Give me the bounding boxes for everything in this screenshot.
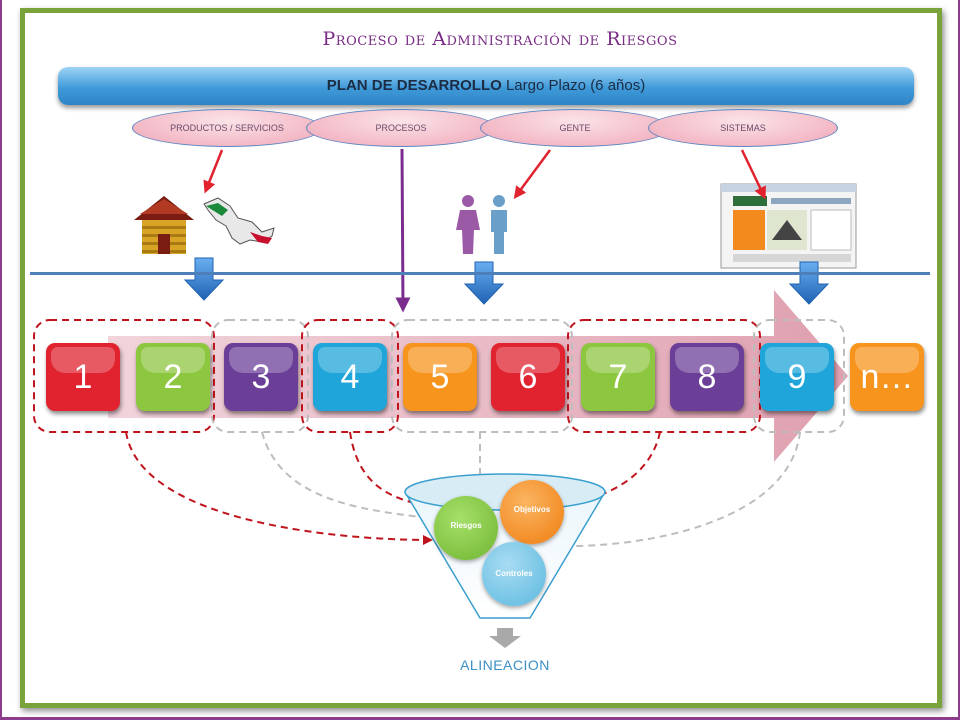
step-tile-8: 8 xyxy=(670,343,744,411)
arrow-sistemas xyxy=(740,149,766,200)
step-tile-6: 6 xyxy=(491,343,565,411)
plan-banner: PLAN DE DESARROLLO Largo Plazo (6 años) xyxy=(58,67,914,105)
group-red-1-2 xyxy=(33,319,215,433)
mexico-map-icon xyxy=(203,197,275,245)
funnel-output-label: ALINEACION xyxy=(460,657,550,673)
website-screenshot-icon xyxy=(720,183,857,269)
down-arrow-3 xyxy=(788,261,830,305)
step-tile-1: 1 xyxy=(46,343,120,411)
plan-banner-rest: Largo Plazo (6 años) xyxy=(505,77,646,94)
curve-red-4 xyxy=(349,431,443,513)
right-border-rule xyxy=(958,0,960,720)
step-tile-4: 4 xyxy=(313,343,387,411)
pill-gente: GENTE xyxy=(480,109,670,147)
arrow-gente xyxy=(513,149,552,200)
pill-procesos: PROCESOS xyxy=(306,109,496,147)
pill-productos-servicios: PRODUCTOS / SERVICIOS xyxy=(132,109,322,147)
circle-controles: Controles xyxy=(482,542,546,606)
step-tile-n: n… xyxy=(850,343,924,411)
curve-red-1 xyxy=(125,431,433,545)
arrow-productos xyxy=(203,149,224,194)
curve-gray-3 xyxy=(261,431,433,523)
pill-sistemas: SISTEMAS xyxy=(648,109,838,147)
page-title: Proceso de Administración de Riesgos xyxy=(322,28,678,50)
step-tile-7: 7 xyxy=(581,343,655,411)
money-house-icon xyxy=(134,196,194,254)
people-icon xyxy=(456,195,507,254)
step-tile-2: 2 xyxy=(136,343,210,411)
funnel-output-arrow xyxy=(489,628,521,648)
left-border-rule xyxy=(0,0,2,720)
curve-gray-9 xyxy=(555,431,801,552)
divider-line xyxy=(30,272,930,275)
plan-banner-bold: PLAN DE DESARROLLO xyxy=(326,77,502,94)
arrow-procesos xyxy=(395,148,411,313)
step-tile-9: 9 xyxy=(760,343,834,411)
down-arrow-2 xyxy=(463,261,505,305)
circle-objetivos: Objetivos xyxy=(500,480,564,544)
bottom-border-rule xyxy=(0,717,960,720)
circle-riesgos: Riesgos xyxy=(434,496,498,560)
process-arrow xyxy=(108,290,848,462)
step-tile-3: 3 xyxy=(224,343,298,411)
group-gray-5-6 xyxy=(391,319,573,433)
step-tile-5: 5 xyxy=(403,343,477,411)
down-arrow-1 xyxy=(183,257,225,301)
